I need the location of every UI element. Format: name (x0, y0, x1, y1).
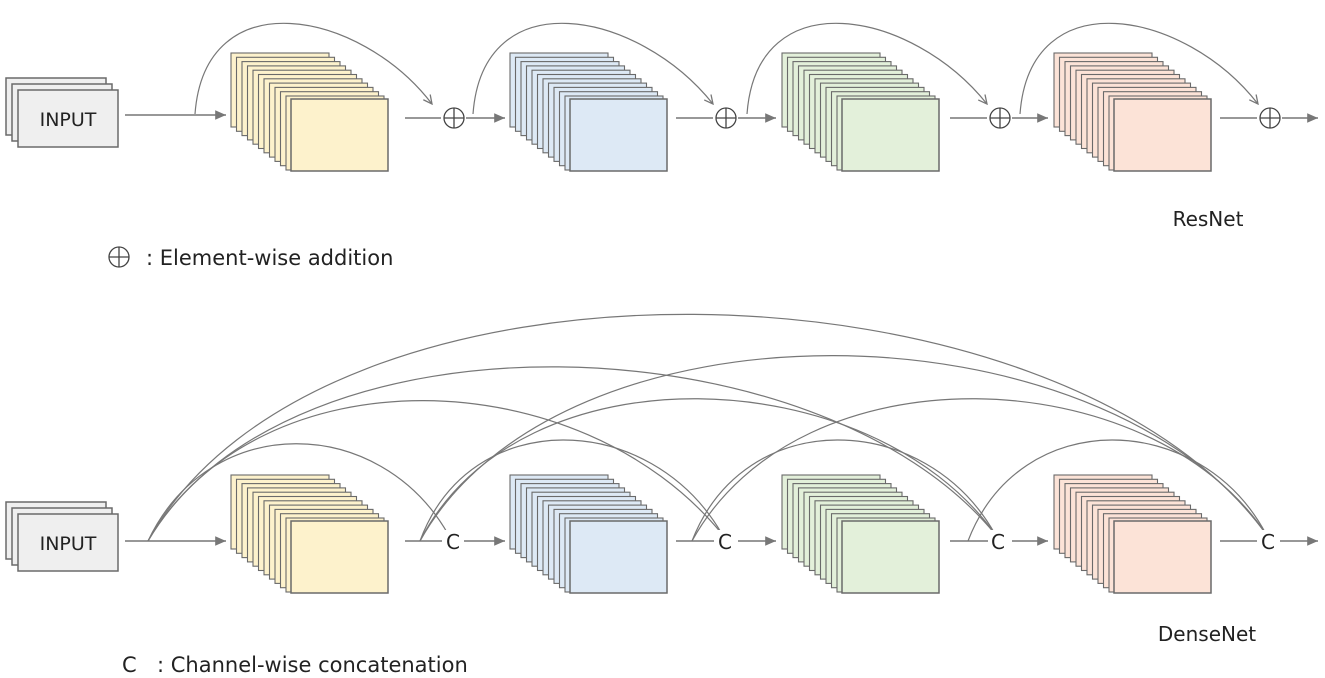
densenet-arc (691, 398, 1267, 542)
densenet-section: INPUT C (5, 313, 1318, 677)
resnet-section: INPUT (5, 22, 1318, 270)
densenet-arc (967, 439, 1267, 542)
densenet-concat-symbol: C (1261, 530, 1275, 554)
densenet-concat-symbol: C (446, 530, 460, 554)
legend-add-icon (108, 246, 130, 268)
densenet-block-4 (1053, 474, 1212, 594)
densenet-concat-symbol: C (718, 530, 732, 554)
resnet-skip-arc-1 (194, 22, 432, 115)
resnet-legend: : Element-wise addition (108, 246, 393, 270)
concat-bg (988, 530, 1009, 552)
resnet-skip-arc-2 (472, 22, 713, 115)
densenet-arc (147, 313, 1267, 542)
resnet-add-symbol (1259, 107, 1281, 129)
densenet-arc (147, 366, 996, 542)
resnet-block-2 (509, 52, 668, 172)
concat-bg (715, 530, 736, 552)
resnet-add-symbol (715, 107, 737, 129)
densenet-arc (419, 439, 723, 542)
resnet-add-symbol (443, 107, 465, 129)
densenet-legend: C : Channel-wise concatenation (122, 653, 468, 677)
densenet-arc (691, 439, 996, 542)
densenet-block-2 (509, 474, 668, 594)
densenet-title: DenseNet (1158, 622, 1256, 646)
resnet-skip-arc-4 (1019, 22, 1258, 115)
concat-bg (443, 530, 464, 552)
densenet-input-stack: INPUT (5, 501, 119, 572)
densenet-arc (419, 355, 1267, 542)
resnet-skip-arc-3 (746, 22, 987, 115)
densenet-legend-text: : Channel-wise concatenation (157, 653, 468, 677)
densenet-input-label: INPUT (40, 533, 97, 555)
resnet-title: ResNet (1173, 207, 1244, 231)
resnet-legend-text: : Element-wise addition (146, 246, 393, 270)
densenet-block-3 (781, 474, 940, 594)
legend-concat-icon: C (122, 653, 137, 677)
densenet-block-1 (230, 474, 389, 594)
concat-bg (1258, 530, 1279, 552)
resnet-block-3 (781, 52, 940, 172)
resnet-input-label: INPUT (40, 109, 97, 131)
resnet-block-1 (230, 52, 389, 172)
densenet-skip-arcs (147, 313, 1267, 542)
resnet-block-4 (1053, 52, 1212, 172)
resnet-input-stack: INPUT (5, 77, 119, 148)
densenet-concat-symbol: C (991, 530, 1005, 554)
resnet-add-symbol (989, 107, 1011, 129)
